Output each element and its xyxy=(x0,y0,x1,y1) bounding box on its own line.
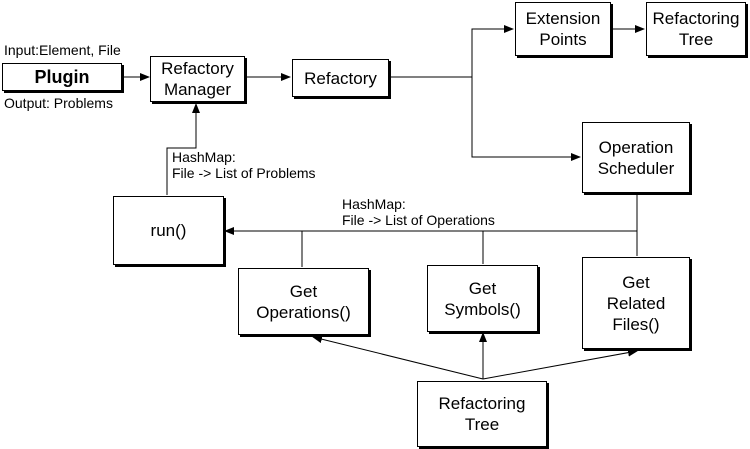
node-refactory: Refactory xyxy=(292,59,389,97)
edge-run-to-manager xyxy=(166,103,200,195)
node-refactory-manager: Refactory Manager xyxy=(150,56,245,102)
node-extension-points: Extension Points xyxy=(515,2,611,56)
node-get-related-files: Get Related Files() xyxy=(582,257,690,349)
node-refactoring-tree-top: Refactoring Tree xyxy=(646,2,746,56)
label-operations-hashmap: HashMap: File -> List of Operations xyxy=(342,196,495,228)
edge-refactory-to-extension-points xyxy=(390,25,514,78)
edge-tree-to-get-operations xyxy=(312,335,484,380)
node-operation-scheduler: Operation Scheduler xyxy=(582,122,690,193)
node-plugin: Plugin xyxy=(2,63,122,91)
edge-tree-to-get-related-files xyxy=(482,348,638,380)
node-get-symbols: Get Symbols() xyxy=(427,265,538,332)
node-get-operations: Get Operations() xyxy=(238,268,369,335)
edge-refactory-to-operation-scheduler xyxy=(471,77,581,161)
node-refactoring-tree-bottom: Refactoring Tree xyxy=(417,381,547,447)
node-run: run() xyxy=(113,196,224,265)
label-problems-hashmap: HashMap: File -> List of Problems xyxy=(172,149,316,181)
label-plugin-input: Input:Element, File xyxy=(4,42,121,58)
label-plugin-output: Output: Problems xyxy=(4,95,113,111)
